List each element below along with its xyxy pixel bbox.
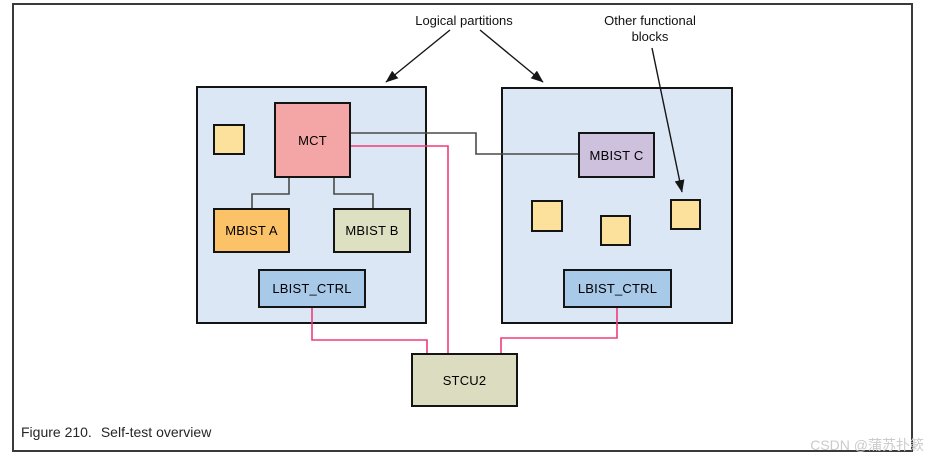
figure-caption: Figure 210. Self-test overview: [21, 424, 211, 440]
mct-block: MCT: [274, 102, 351, 178]
arrow-logical-partitions-left: [385, 29, 451, 83]
lbist-ctrl-left-label: LBIST_CTRL: [272, 281, 352, 296]
lbist-ctrl-left-block: LBIST_CTRL: [258, 269, 366, 308]
figure-border: [12, 3, 913, 452]
stcu2-label: STCU2: [442, 372, 487, 388]
other-functional-blocks-label: Other functional blocks: [604, 13, 696, 44]
wire-mct-to-stcu2: [351, 145, 449, 353]
arrow-other-functional-blocks: [651, 47, 685, 193]
functional-block-square-1: [531, 200, 563, 232]
wire-lbist-left-to-stcu2: [311, 308, 428, 353]
arrow-logical-partitions-right: [479, 29, 544, 83]
mbist-a-block: MBIST A: [213, 208, 290, 253]
mbist-a-label: MBIST A: [225, 223, 278, 238]
wire-lbist-right-to-stcu2: [500, 308, 618, 353]
logical-partitions-label: Logical partitions: [415, 13, 513, 28]
figure-caption-number: Figure 210.: [21, 424, 92, 440]
mbist-c-label: MBIST C: [589, 147, 644, 163]
wire-mct-to-mbist-b: [333, 178, 374, 208]
lbist-ctrl-right-block: LBIST_CTRL: [563, 269, 672, 308]
wire-mct-to-mbist-c: [351, 132, 578, 155]
figure-caption-title: Self-test overview: [100, 424, 212, 440]
functional-block-square-2: [600, 215, 631, 246]
csdn-watermark: CSDN @蒲苏扑簌: [810, 437, 924, 453]
lbist-ctrl-right-label: LBIST_CTRL: [577, 281, 658, 296]
functional-block-square-3: [670, 199, 701, 230]
functional-block-square-left: [213, 124, 245, 155]
mbist-c-block: MBIST C: [578, 132, 655, 178]
stcu2-block: STCU2: [411, 353, 518, 407]
mbist-b-block: MBIST B: [333, 208, 411, 253]
mbist-b-label: MBIST B: [345, 223, 399, 238]
mct-label: MCT: [298, 132, 327, 148]
wire-mct-to-mbist-a: [251, 178, 290, 208]
